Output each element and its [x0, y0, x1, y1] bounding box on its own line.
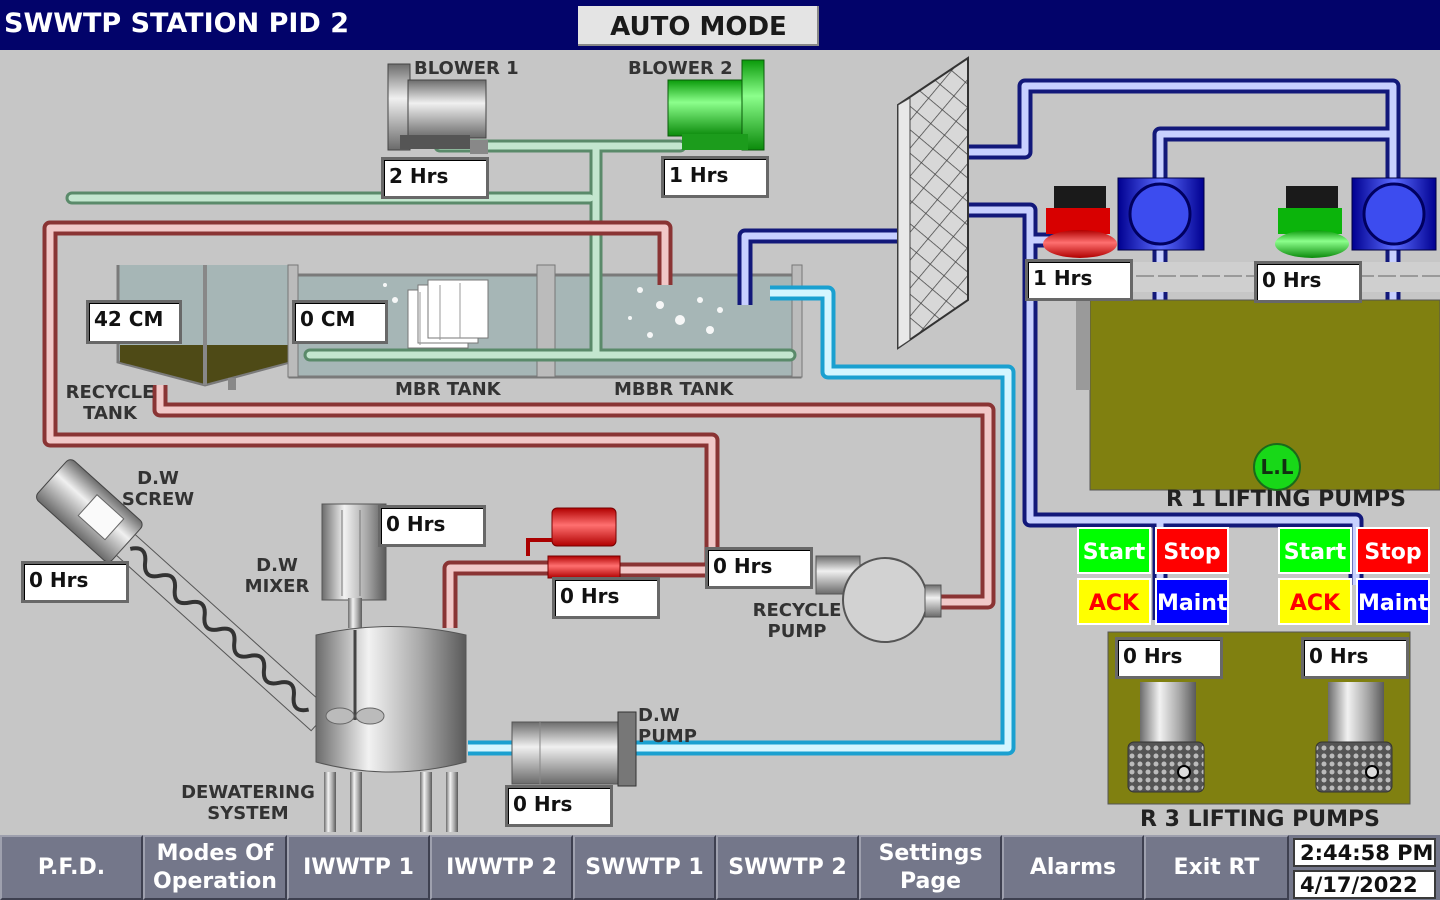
mode-indicator[interactable]: AUTO MODE	[578, 6, 819, 46]
r1-pump-2-motor[interactable]	[1275, 186, 1349, 258]
nav-exit-rt-button[interactable]: Exit RT	[1144, 835, 1289, 900]
air-pipes	[65, 139, 797, 362]
dw-pump-label: D.W PUMP	[638, 705, 697, 747]
r1-label: R 1 LIFTING PUMPS	[1166, 487, 1406, 512]
nav-modes-of-operation-button[interactable]: Modes Of Operation	[143, 835, 287, 900]
dw-screw-hours: 0 Hrs	[21, 561, 129, 603]
membrane-module	[407, 279, 489, 349]
recycle-pump-label: RECYCLE PUMP	[752, 600, 842, 642]
r3-pump-1-hours: 0 Hrs	[1115, 637, 1223, 679]
recycle-pump[interactable]	[815, 555, 942, 643]
r1-pump-1-impeller[interactable]	[1117, 177, 1205, 251]
r3-pump-2-start-button[interactable]: Start	[1278, 527, 1352, 574]
dw-screw[interactable]	[34, 457, 339, 739]
bar-screen	[897, 56, 969, 350]
clock-panel: 2:44:58 PM 4/17/2022	[1289, 835, 1440, 900]
r1-pump-2-hours: 0 Hrs	[1254, 261, 1362, 303]
blower-2[interactable]	[667, 59, 765, 151]
clock-date: 4/17/2022	[1293, 870, 1436, 899]
r3-pump-1-stop-button[interactable]: Stop	[1155, 527, 1229, 574]
r3-pump-2[interactable]	[1315, 682, 1393, 793]
mbr-tank-level: 0 CM	[292, 300, 388, 344]
blower-1-hours: 2 Hrs	[381, 157, 489, 199]
dw-screw-label: D.W SCREW	[121, 468, 195, 510]
r1-pump-1-motor[interactable]	[1043, 186, 1117, 258]
nav-swwtp-1-button[interactable]: SWWTP 1	[573, 835, 716, 900]
r3-pump-1[interactable]	[1127, 682, 1205, 793]
r3-pump-1-ack-button[interactable]: ACK	[1077, 578, 1151, 625]
nav-settings-page-button[interactable]: Settings Page	[859, 835, 1002, 900]
mbr-tank-label: MBR TANK	[395, 379, 501, 400]
nav-iwwtp-1-button[interactable]: IWWTP 1	[287, 835, 430, 900]
nav-pfd-button[interactable]: P.F.D.	[0, 835, 143, 900]
recycle-tank-label: RECYCLE TANK	[65, 382, 155, 424]
dewatering-tank[interactable]	[315, 503, 467, 832]
r3-pump-1-start-button[interactable]: Start	[1077, 527, 1151, 574]
page-title: SWWTP STATION PID 2	[4, 8, 350, 39]
r1-pump-2-impeller[interactable]	[1351, 177, 1437, 251]
r3-pump-2-maint-button[interactable]: Maint	[1356, 578, 1430, 625]
low-level-indicator: L.L	[1253, 443, 1301, 491]
nav-alarms-button[interactable]: Alarms	[1002, 835, 1144, 900]
r3-pump-1-maint-button[interactable]: Maint	[1155, 578, 1229, 625]
blower-2-hours: 1 Hrs	[661, 156, 769, 198]
dw-pump[interactable]	[511, 711, 637, 787]
recycle-tank-level: 42 CM	[86, 300, 182, 344]
r3-pump-2-hours: 0 Hrs	[1301, 637, 1409, 679]
nav-swwtp-2-button[interactable]: SWWTP 2	[716, 835, 859, 900]
r3-pump-2-stop-button[interactable]: Stop	[1356, 527, 1430, 574]
dw-pump-hours: 0 Hrs	[505, 785, 613, 827]
blower-1-label: BLOWER 1	[414, 58, 519, 79]
navigation-bar: P.F.D. Modes Of Operation IWWTP 1 IWWTP …	[0, 835, 1440, 900]
dewatering-label: DEWATERING SYSTEM	[181, 782, 315, 824]
blower-1[interactable]	[387, 63, 488, 154]
dosing-pump[interactable]	[526, 507, 621, 579]
r3-label: R 3 LIFTING PUMPS	[1140, 807, 1380, 832]
nav-iwwtp-2-button[interactable]: IWWTP 2	[430, 835, 573, 900]
recycle-pump-hours: 0 Hrs	[705, 547, 813, 589]
r1-pump-1-hours: 1 Hrs	[1025, 259, 1133, 301]
water-pipes	[468, 285, 1016, 756]
r1-wet-well	[1048, 262, 1440, 491]
mbbr-tank-label: MBBR TANK	[614, 379, 734, 400]
dosing-pump-hours: 0 Hrs	[552, 577, 660, 619]
clock-time: 2:44:58 PM	[1293, 838, 1436, 867]
dw-mixer-label: D.W MIXER	[244, 555, 310, 597]
lift-pipes	[737, 78, 1401, 620]
dw-mixer-hours: 0 Hrs	[378, 505, 486, 547]
sludge-pipes	[42, 220, 996, 628]
blower-2-label: BLOWER 2	[628, 58, 733, 79]
r3-pump-2-ack-button[interactable]: ACK	[1278, 578, 1352, 625]
